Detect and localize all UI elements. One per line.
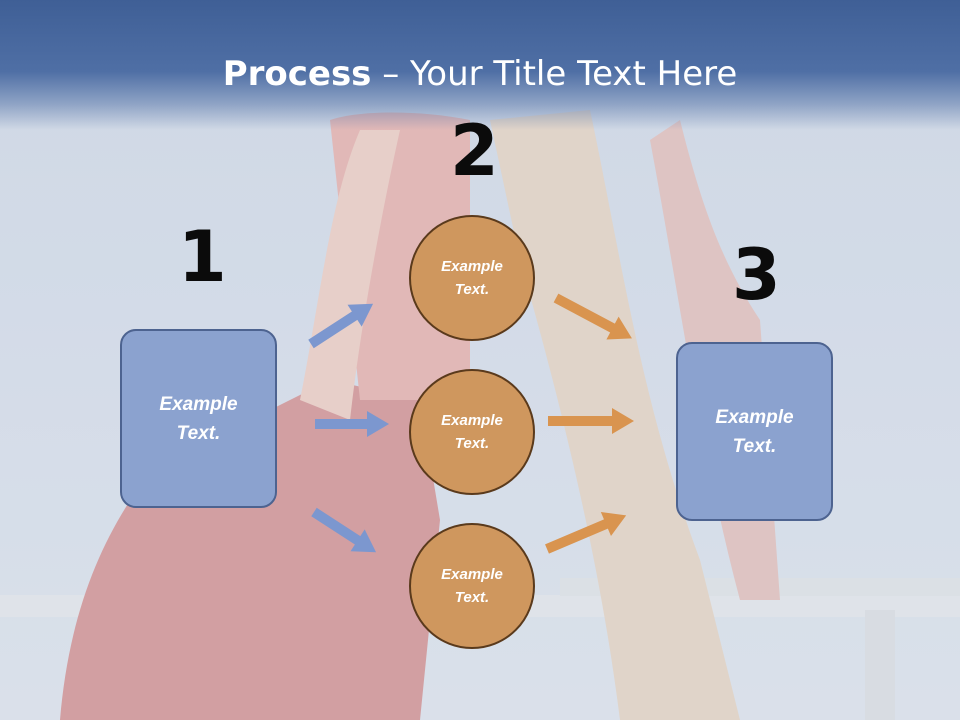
orange-arrow-up	[545, 512, 627, 554]
orange-arrow-down	[553, 293, 632, 340]
step-number-3: 3	[732, 234, 781, 316]
blue-arrow-straight	[315, 411, 389, 437]
step-number-2: 2	[450, 110, 499, 192]
middle-circle-center[interactable]: Example Text.	[409, 369, 535, 495]
middle-circle-top-label: Example Text.	[441, 258, 503, 298]
blue-arrow-down	[311, 507, 377, 553]
step-3-box[interactable]: Example Text.	[676, 342, 833, 521]
step-number-1: 1	[178, 216, 227, 298]
step-1-box[interactable]: Example Text.	[120, 329, 277, 508]
title-rest: – Your Title Text Here	[371, 54, 738, 94]
title-band	[0, 0, 960, 130]
step-3-label: Example Text.	[715, 406, 794, 457]
blue-arrow-up	[308, 303, 374, 349]
step-1-label: Example Text.	[159, 393, 238, 444]
middle-circle-center-label: Example Text.	[441, 412, 503, 452]
middle-circle-bottom[interactable]: Example Text.	[409, 523, 535, 649]
middle-circle-top[interactable]: Example Text.	[409, 215, 535, 341]
title-bold: Process	[222, 54, 372, 94]
orange-arrow-straight	[548, 408, 634, 434]
middle-circle-bottom-label: Example Text.	[441, 566, 503, 606]
slide-title: Process – Your Title Text Here	[0, 52, 960, 96]
